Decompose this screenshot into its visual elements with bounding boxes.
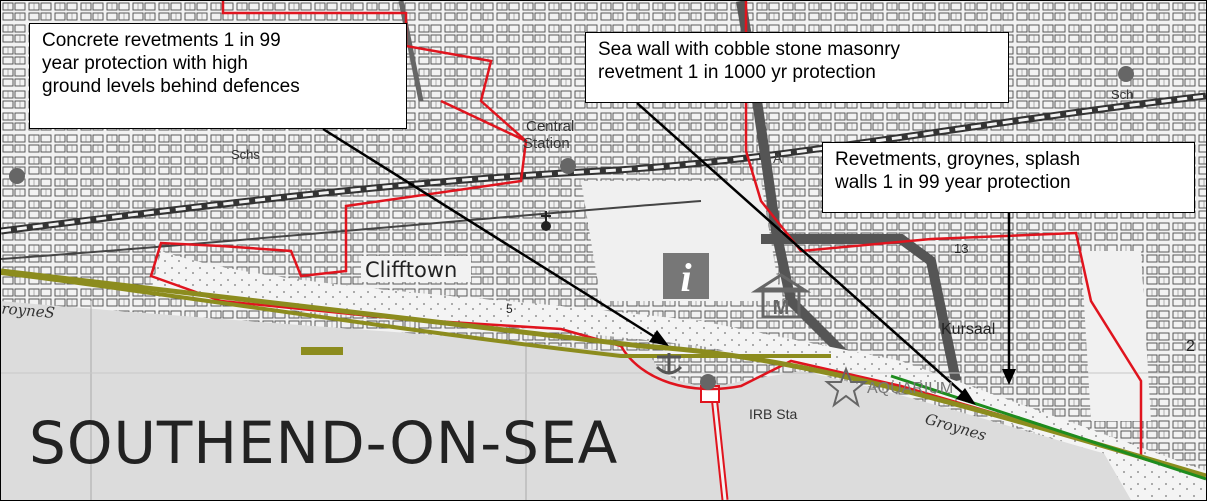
callout-line: Sea wall with cobble stone masonry [598, 39, 901, 60]
museum-roof [750, 273, 812, 293]
aquarium-star-icon [824, 366, 868, 408]
central-station-label-2: Station [523, 135, 570, 152]
anchor-icon [655, 353, 683, 375]
callout-sea-wall: Sea wall with cobble stone masonry revet… [585, 32, 1009, 103]
station-dot-icon [9, 168, 25, 184]
callout-arrow-2 [636, 102, 967, 397]
cliff-gardens [151, 251, 1206, 491]
defence-line-olive [1, 268, 1206, 479]
open-area-east [1081, 251, 1151, 421]
callout-arrow-1 [322, 127, 659, 341]
defence-segment [301, 347, 343, 355]
museum-symbol: M [773, 297, 790, 319]
defence-line-green [890, 374, 1206, 481]
church-cross-icon [541, 221, 551, 231]
clifftown-label-bg [361, 256, 471, 282]
boundary-spur [440, 99, 527, 143]
callout-revetments-groynes: Revetments, groynes, splash walls 1 in 9… [822, 142, 1195, 213]
sch-label: Sch [1111, 87, 1133, 102]
route-a-label: A [773, 150, 783, 166]
callout-line: Concrete revetments 1 in 99 [42, 30, 281, 51]
aquarium-label: AQUARIUM [867, 380, 953, 397]
callout-concrete-revetments: Concrete revetments 1 in 99 year protect… [29, 23, 407, 129]
station-dot-icon [1118, 66, 1134, 82]
main-road-b [761, 234, 961, 383]
callout-arrowhead-3 [1002, 369, 1016, 385]
defence-line-olive-2 [1, 271, 831, 358]
callout-line: year protection with high [42, 53, 248, 74]
information-symbol: i [680, 255, 691, 300]
number-5-label: 5 [506, 302, 513, 316]
town-centre-open-area [581, 181, 781, 301]
callout-arrowhead-2 [956, 388, 976, 405]
kursaal-label: Kursaal [941, 321, 995, 338]
number-2-label: 2 [1186, 338, 1195, 355]
callout-line: Revetments, groynes, splash [835, 149, 1081, 170]
town-label: SOUTHEND-ON-SEA [29, 409, 618, 477]
schs-label: Schs [231, 147, 260, 162]
central-station-label-1: Central [526, 118, 574, 135]
clifftown-label: Clifftown [365, 258, 457, 282]
callout-line: walls 1 in 99 year protection [835, 172, 1071, 193]
station-dot-icon [560, 158, 576, 174]
railway-line-inner [1, 94, 1206, 233]
irb-station-label: IRB Sta [749, 406, 797, 422]
museum-icon [761, 287, 801, 319]
callout-line: ground levels behind defences [42, 76, 300, 97]
road-north [398, 1, 424, 102]
groynes-left-label: royneS [1, 299, 56, 322]
railway-line-2 [1, 200, 702, 260]
station-dot-icon [700, 374, 716, 390]
study-boundary [149, 1, 1143, 458]
pier-inner [711, 385, 727, 500]
callout-line: revetment 1 in 1000 yr protection [598, 62, 876, 83]
callout-arrowhead-1 [649, 330, 669, 346]
number-13-label: 13 [954, 241, 968, 256]
information-icon [663, 253, 709, 299]
